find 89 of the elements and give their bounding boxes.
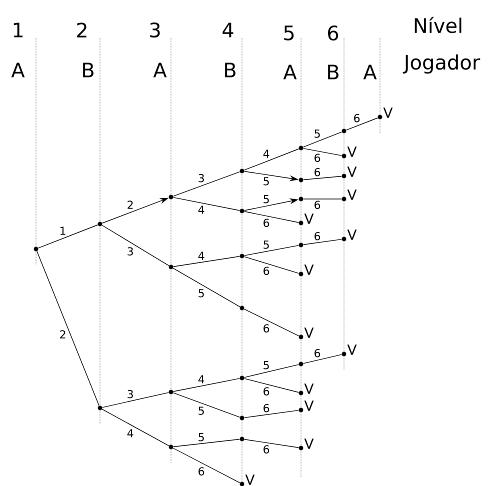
edge-label: 5 xyxy=(264,240,269,249)
leaf-label: V xyxy=(383,108,393,118)
branch-line xyxy=(36,250,100,406)
branch-line xyxy=(244,439,299,448)
branch-line xyxy=(244,308,300,336)
branch-line xyxy=(302,132,342,148)
edge-label: 4 xyxy=(198,206,204,214)
branch-line xyxy=(303,198,342,200)
edge-label: 6 xyxy=(314,232,320,240)
branch-line xyxy=(102,224,170,266)
branch-line xyxy=(173,438,240,448)
level-label: A xyxy=(363,64,377,80)
edge-label: 4 xyxy=(198,252,204,260)
leaf-label: V xyxy=(347,190,357,200)
edge-label: 6 xyxy=(264,218,270,228)
level-label: 2 xyxy=(77,22,86,38)
leaf-label: V xyxy=(347,344,357,355)
level-label: 4 xyxy=(222,22,234,38)
edge-label: 3 xyxy=(128,247,133,256)
edge-label: 5 xyxy=(264,195,269,204)
level-label: 3 xyxy=(150,22,160,38)
branch-line xyxy=(172,171,240,196)
branch-line xyxy=(173,378,240,392)
edge-label: 5 xyxy=(264,177,269,186)
branch-line xyxy=(244,410,299,418)
branch-line xyxy=(38,224,98,248)
edge-label: 5 xyxy=(198,433,204,442)
level-label: 6 xyxy=(328,25,338,41)
leaf-label: V xyxy=(347,146,357,157)
edge-label: 6 xyxy=(264,387,270,396)
leaf-label: V xyxy=(245,474,255,485)
edge-label: 6 xyxy=(264,324,270,333)
level-label: Nível xyxy=(414,16,462,34)
branch-line xyxy=(102,392,169,408)
level-label: A xyxy=(283,64,297,80)
branch-line xyxy=(173,197,240,211)
branch-line xyxy=(172,448,240,484)
level-label: B xyxy=(328,64,338,80)
edge-label: 6 xyxy=(198,467,204,476)
branch-line xyxy=(303,176,342,180)
leaf-label: V xyxy=(347,230,357,240)
leaf-label: V xyxy=(304,214,314,224)
edge-label: 6 xyxy=(314,154,320,162)
edge-label: 6 xyxy=(264,445,270,454)
edge-label: 2 xyxy=(128,200,133,209)
edge-label: 5 xyxy=(314,130,320,138)
edge-label: 4 xyxy=(127,429,134,438)
branch-line xyxy=(244,148,300,170)
branch-line xyxy=(303,148,342,156)
branch-line xyxy=(244,364,299,378)
edge-label: 1 xyxy=(60,226,66,235)
level-label: Jogador xyxy=(402,54,480,74)
level-label: B xyxy=(225,62,236,78)
branch-line xyxy=(244,211,299,223)
leaf-label: V xyxy=(304,328,314,338)
level-label: 5 xyxy=(284,26,294,40)
level-label: A xyxy=(11,62,25,78)
edge-label: 4 xyxy=(198,375,204,384)
edge-label: 3 xyxy=(198,174,204,182)
branch-line xyxy=(346,118,378,130)
edge-label: 5 xyxy=(198,289,204,298)
edge-label: 2 xyxy=(60,330,66,338)
leaf-label: V xyxy=(304,384,314,394)
level-label: 1 xyxy=(14,22,23,38)
branch-line xyxy=(303,238,342,245)
branch-line xyxy=(244,245,299,256)
branch-line xyxy=(244,256,300,274)
leaf-label: V xyxy=(347,166,357,177)
branch-line xyxy=(303,354,342,364)
edge-label: 6 xyxy=(314,200,320,210)
edge-label: 6 xyxy=(264,404,270,412)
edge-label: 6 xyxy=(314,168,320,176)
edge-label: 5 xyxy=(198,406,204,415)
branch-line xyxy=(102,408,170,446)
leaf-label: V xyxy=(304,264,314,275)
edge-label: 5 xyxy=(264,361,269,370)
leaf-label: V xyxy=(304,400,314,411)
branch-line xyxy=(244,378,299,393)
leaf-label: V xyxy=(304,438,314,449)
level-label: B xyxy=(83,62,94,78)
edge-label: 6 xyxy=(354,114,360,122)
branch-line xyxy=(172,268,240,308)
branch-line xyxy=(173,256,240,267)
branch-line xyxy=(172,392,240,418)
edge-label: 4 xyxy=(263,150,270,158)
edge-label: 6 xyxy=(314,348,320,358)
level-label: A xyxy=(153,62,167,78)
edge-label: 6 xyxy=(264,266,270,276)
edge-label: 3 xyxy=(128,390,133,398)
